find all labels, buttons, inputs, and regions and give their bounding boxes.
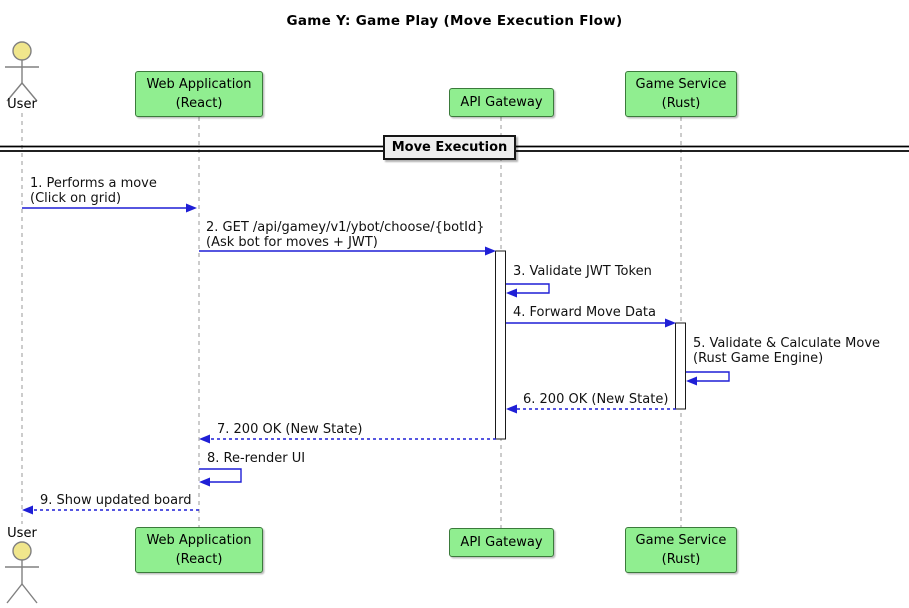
actor-label-user-bottom: User [7, 526, 37, 541]
message-6-arrow [506, 404, 676, 414]
diagram-title: Game Y: Game Play (Move Execution Flow) [286, 13, 623, 29]
message-1-label: 1. Performs a move (Click on grid) [30, 176, 157, 206]
message-3-arrow [506, 283, 550, 298]
activation-gamesvc [675, 322, 686, 410]
message-5-label: 5. Validate & Calculate Move (Rust Game … [693, 336, 881, 366]
message-9-label: 9. Show updated board [40, 493, 192, 508]
message-7-label: 7. 200 OK (New State) [217, 422, 363, 437]
activation-apigw [495, 250, 506, 440]
message-3-label: 3. Validate JWT Token [513, 264, 652, 279]
message-8-arrow [199, 468, 242, 487]
message-8-label: 8. Re-render UI [207, 451, 306, 466]
message-9-arrow [22, 505, 199, 515]
message-2-label: 2. GET /api/gamey/v1/ybot/choose/{botId}… [206, 220, 485, 250]
message-4-arrow [506, 318, 676, 328]
participant-apigw-bottom: API Gateway [449, 528, 554, 557]
message-7-arrow [199, 434, 496, 444]
message-6-label: 6. 200 OK (New State) [523, 392, 669, 407]
participant-webapp-top: Web Application (React) [135, 71, 263, 117]
participant-webapp-bottom: Web Application (React) [135, 527, 263, 573]
participant-gamesvc-top: Game Service (Rust) [625, 71, 737, 117]
actor-figure-user-top [5, 41, 39, 102]
actor-figure-user-bottom [5, 541, 39, 604]
divider-label: Move Execution [383, 135, 516, 160]
actor-label-user-top: User [7, 97, 37, 112]
participant-apigw-top: API Gateway [449, 88, 554, 117]
participant-gamesvc-bottom: Game Service (Rust) [625, 527, 737, 573]
message-2-arrow [199, 246, 496, 256]
message-5-arrow [686, 371, 730, 386]
message-4-label: 4. Forward Move Data [513, 305, 656, 320]
message-1-arrow [22, 203, 197, 213]
